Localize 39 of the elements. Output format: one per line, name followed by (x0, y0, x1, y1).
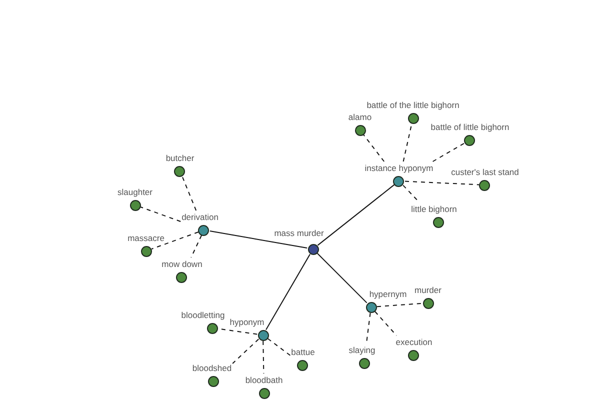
node-label: execution (396, 336, 432, 346)
connector-line (209, 230, 308, 248)
dashed-connector (402, 184, 420, 203)
node-label: butcher (166, 152, 194, 162)
node-label: battue (291, 346, 315, 356)
node-label: mow down (162, 258, 202, 268)
dashed-connector (182, 176, 197, 211)
node-label: battle of the little bighorn (366, 100, 460, 110)
dashed-connector (140, 206, 182, 222)
dashed-connector (374, 311, 397, 336)
node-label: instance hyponym (364, 162, 434, 172)
dashed-connector (232, 338, 260, 364)
node-label: bloodbath (245, 374, 283, 384)
node-label: slaughter (118, 186, 152, 196)
node-label: little bighorn (411, 204, 457, 214)
dashed-connector (404, 180, 480, 186)
node-label: slaying (348, 344, 376, 354)
node-label: bloodshed (192, 362, 232, 372)
connector-line (316, 252, 368, 304)
connector-line (317, 184, 395, 246)
node-label: mass murder (274, 228, 324, 238)
node-label: massacre (128, 232, 164, 242)
dashed-connector (190, 234, 202, 258)
dashed-connector (363, 134, 385, 162)
node-label: bloodletting (181, 310, 225, 320)
node-label: murder (414, 284, 442, 294)
dashed-connector (366, 312, 371, 344)
node-label: battle of little bighorn (430, 122, 510, 132)
node-label: alamo (348, 112, 372, 122)
dashed-connector (432, 142, 466, 162)
dashed-connector (151, 232, 199, 250)
dashed-connector (376, 302, 422, 308)
node-label: hypernym (369, 288, 407, 298)
node-label: derivation (182, 212, 218, 222)
dashed-connector (267, 338, 291, 356)
node-label: hyponym (230, 316, 264, 326)
connector-line (266, 254, 310, 330)
dashed-connector (262, 340, 264, 374)
node-label: custer's last stand (451, 166, 519, 176)
